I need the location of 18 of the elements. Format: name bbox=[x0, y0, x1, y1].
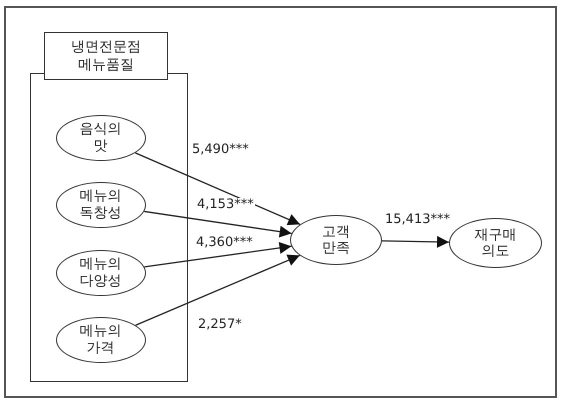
edge-label: 2,257* bbox=[197, 318, 243, 332]
construct-label: 고객 만족 bbox=[321, 224, 351, 256]
arrow bbox=[382, 236, 450, 248]
arrow bbox=[144, 210, 292, 238]
construct-label: 재구매 의도 bbox=[474, 226, 518, 260]
edge-label: 5,490*** bbox=[191, 143, 250, 158]
construct-ellipse bbox=[290, 215, 382, 265]
edge-label: 4,360*** bbox=[195, 236, 254, 250]
arrow bbox=[135, 254, 300, 326]
construct-label: 메뉴의 독창성 bbox=[78, 188, 122, 221]
arrow bbox=[135, 152, 300, 226]
arrow bbox=[144, 242, 292, 268]
group-heading: 냉면전문점 메뉴품질 bbox=[44, 32, 168, 80]
construct-label: 메뉴의 가격 bbox=[78, 323, 122, 356]
edge-label: 4,153*** bbox=[196, 198, 255, 212]
edge-label: 15,413*** bbox=[384, 213, 451, 228]
construct-label: 메뉴의 다양성 bbox=[78, 256, 122, 289]
construct-label: 음식의 맛 bbox=[78, 121, 122, 154]
